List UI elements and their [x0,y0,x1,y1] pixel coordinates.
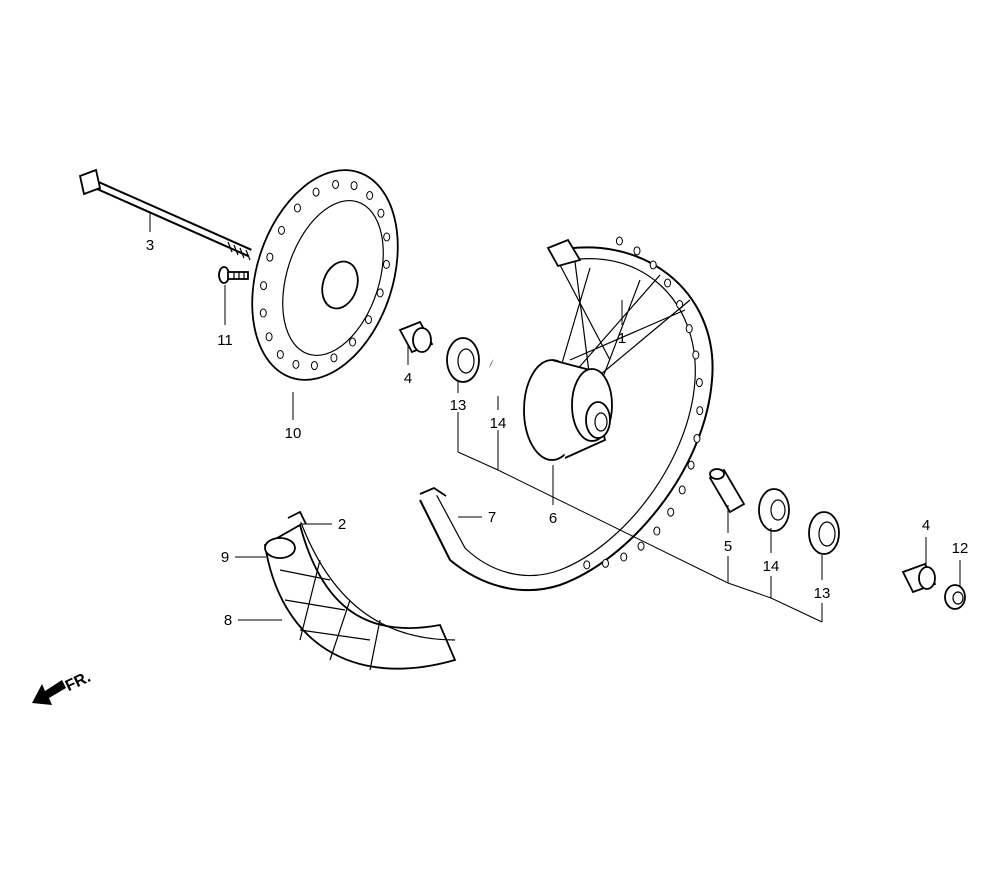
disc-hole [382,259,390,269]
spoke-nipple [678,485,686,495]
axle-part [78,168,252,261]
spoke-nipple [687,460,695,470]
disc-hole [383,232,391,242]
seal-left-part [446,337,480,383]
callout-13-right: 13 [814,585,831,602]
spoke-nipple [615,236,623,246]
callout-14-right: 14 [763,558,780,575]
front-direction-label: FR. [63,669,94,695]
callout-4-left: 4 [404,370,412,387]
disc-hole [266,252,274,262]
disc-hole [293,203,301,213]
disc-hole [310,361,318,371]
leader-lines [149,212,961,623]
disc-hole [364,315,372,325]
spoke-nipple [602,558,610,568]
disc-hole [276,349,284,359]
callout-2: 2 [338,516,346,533]
disc-hole [260,281,268,291]
axle-nut-part [944,584,966,610]
disc-hole [366,191,374,201]
hub-part [523,359,613,461]
disc-hole [265,332,273,342]
spoke-nipple [695,378,703,388]
disc-hole [376,288,384,298]
callout-14-left: 14 [490,415,507,432]
spoke-nipple [664,278,672,288]
spoke-nipple [620,552,628,562]
spoke-nipple [633,246,641,256]
spoke-nipple [653,526,661,536]
bolt-part [218,266,249,284]
callout-9: 9 [221,549,229,566]
spoke-nipple [649,260,657,270]
callout-11: 11 [217,332,233,349]
disc-hole [278,225,286,235]
disc-hole [292,359,300,369]
collar-right-part [901,562,937,594]
callout-12: 12 [952,540,969,557]
collar-left-part [398,320,434,354]
callout-5: 5 [724,538,732,555]
bearing-right-part [758,488,790,532]
spoke-nipple [685,324,693,334]
front-direction-indicator: FR. [32,669,93,705]
callout-10: 10 [285,425,302,442]
disc-hole [259,308,267,318]
tire-part [264,510,457,671]
callout-6: 6 [549,510,557,527]
spoke-nipple [583,560,591,570]
spoke-nipple [693,433,701,443]
disc-hole [330,353,338,363]
callout-1: 1 [618,330,626,347]
callout-3: 3 [146,237,154,254]
callout-13-left: 13 [450,397,467,414]
disc-hole [377,208,385,218]
disc-hole [332,179,340,189]
callout-4-right: 4 [922,517,930,534]
brake-disc-part [251,169,399,381]
disc-hole [349,337,357,347]
spoke-nipple [667,507,675,517]
disc-hole [350,181,358,191]
spoke-nipple [637,541,645,551]
spoke-nipple [692,350,700,360]
callout-8: 8 [224,612,232,629]
callout-7: 7 [488,509,496,526]
distance-collar-part [708,468,746,514]
seal-right-part [808,511,840,555]
spoke-nipple [696,406,704,416]
disc-hole [312,187,320,197]
